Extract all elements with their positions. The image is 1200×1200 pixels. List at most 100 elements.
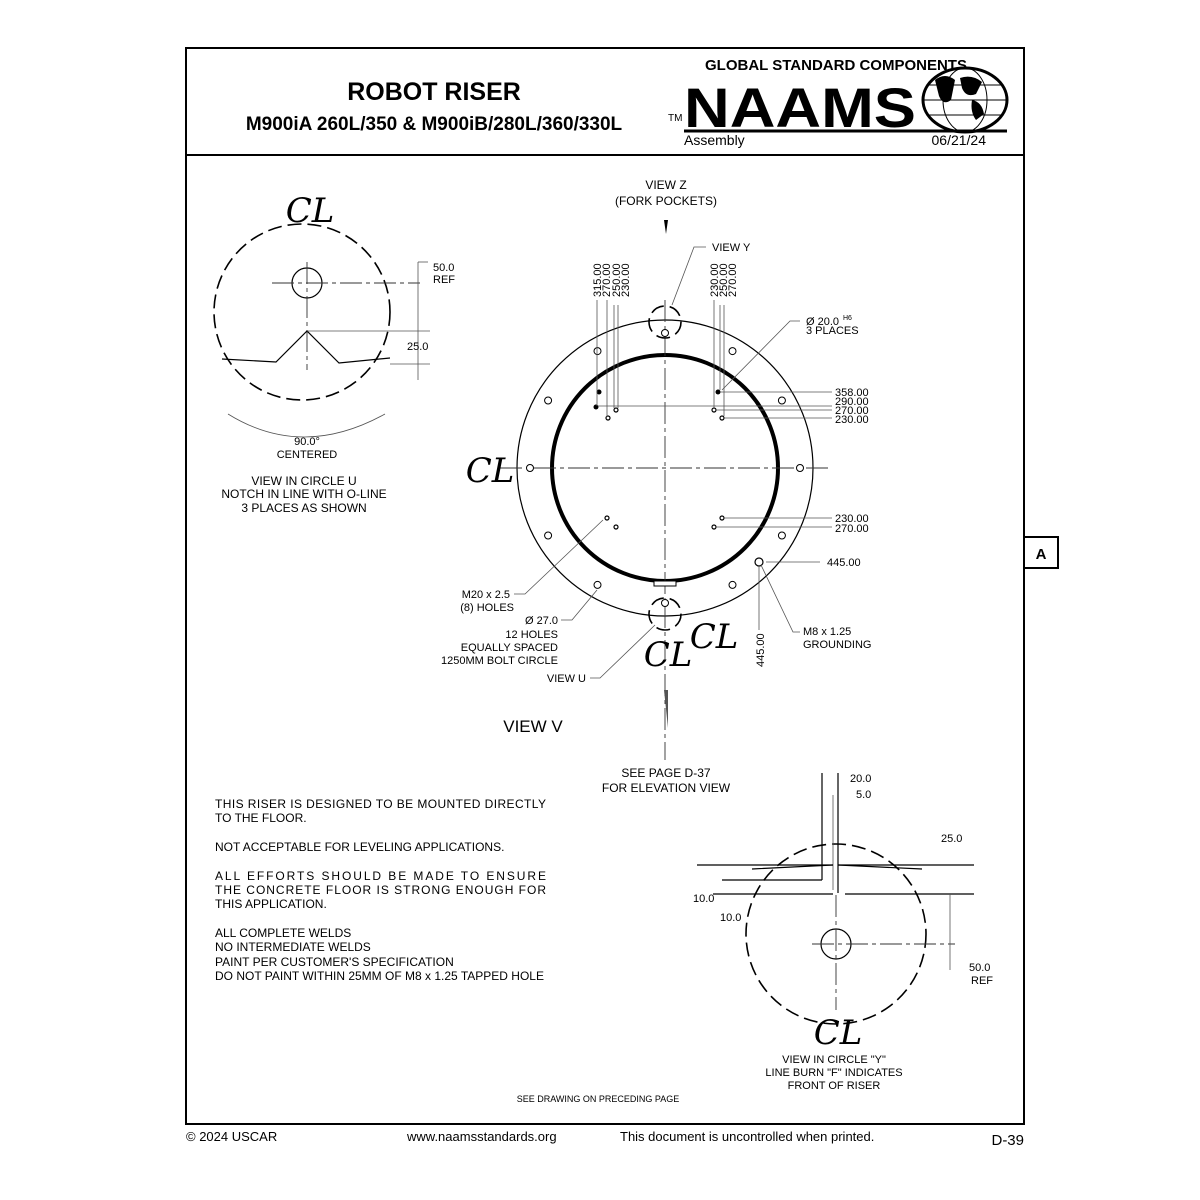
bolt-note: 1250MM BOLT CIRCLE <box>441 655 558 667</box>
svg-text:FRONT OF RISER: FRONT OF RISER <box>788 1080 881 1092</box>
centerline-symbol: CL <box>814 1013 863 1053</box>
section-tab <box>1023 536 1059 569</box>
grounding-hole <box>754 557 764 567</box>
right-dims-bottom: 230.00 270.00 <box>716 513 869 535</box>
bolt-hole <box>661 599 669 607</box>
dim-ref: REF <box>971 975 993 987</box>
sheet-border <box>185 47 1025 1125</box>
svg-text:230.00: 230.00 <box>835 513 869 525</box>
bolt-note: 12 HOLES <box>505 629 558 641</box>
svg-text:TO THE FLOOR.: TO THE FLOOR. <box>215 811 307 825</box>
dim-50: 50.0 <box>433 262 454 274</box>
see-page-note: SEE PAGE D-37 <box>621 766 710 780</box>
detail-circle <box>745 843 927 1025</box>
svg-text:NO INTERMEDIATE WELDS: NO INTERMEDIATE WELDS <box>215 940 371 954</box>
svg-text:230.00: 230.00 <box>620 263 632 297</box>
view-y-label: VIEW Y <box>712 242 751 254</box>
svg-text:THIS APPLICATION.: THIS APPLICATION. <box>215 897 327 911</box>
section-tab-label: A <box>1036 546 1047 563</box>
view-z-sublabel: (FORK POCKETS) <box>615 194 717 208</box>
naams-logo: GLOBAL STANDARD COMPONENTS TM NAAMS Asse… <box>668 57 1009 148</box>
svg-text:DO NOT PAINT WITHIN 25MM OF M8: DO NOT PAINT WITHIN 25MM OF M8 x 1.25 TA… <box>215 969 544 983</box>
globe-icon <box>921 66 1009 134</box>
centerline-symbol: CL <box>466 451 515 491</box>
svg-text:290.00: 290.00 <box>835 396 869 408</box>
centerline-symbol: CL <box>690 617 739 657</box>
view-z-label: VIEW Z <box>645 178 686 192</box>
tapped-note: M20 x 2.5 <box>462 589 510 601</box>
svg-text:PAINT PER CUSTOMER'S SPECIFICA: PAINT PER CUSTOMER'S SPECIFICATION <box>215 955 454 969</box>
document-date: 06/21/24 <box>932 132 987 148</box>
centerline-symbol: CL <box>644 635 693 675</box>
dim-ref: REF <box>433 274 455 286</box>
bolt-hole <box>777 531 786 540</box>
pin-places: 3 PLACES <box>806 325 859 337</box>
view-u-circle <box>648 597 682 631</box>
svg-text:358.00: 358.00 <box>835 387 869 399</box>
svg-text:ALL COMPLETE WELDS: ALL COMPLETE WELDS <box>215 926 351 940</box>
pin-tolerance: H6 <box>843 315 852 322</box>
drawing-subtitle: M900iA 260L/350 & M900iB/280L/360/330L <box>246 114 623 135</box>
svg-text:315.00: 315.00 <box>592 263 604 297</box>
brand-name: NAAMS <box>684 76 916 139</box>
see-drawing-note: SEE DRAWING ON PRECEDING PAGE <box>517 1094 680 1104</box>
copyright: © 2024 USCAR <box>186 1129 277 1144</box>
detail-circle <box>213 223 391 401</box>
drawing-title: ROBOT RISER <box>347 78 521 106</box>
svg-text:270.00: 270.00 <box>601 263 613 297</box>
website-link[interactable]: www.naamsstandards.org <box>406 1129 557 1144</box>
dim-50: 50.0 <box>969 962 990 974</box>
right-dims-top: 358.00 290.00 270.00 230.00 <box>598 387 869 426</box>
svg-text:250.00: 250.00 <box>718 263 730 297</box>
caption-line: NOTCH IN LINE WITH O-LINE <box>221 487 386 501</box>
document-category: Assembly <box>684 132 745 148</box>
disclaimer: This document is uncontrolled when print… <box>620 1129 874 1144</box>
dim-25: 25.0 <box>941 833 962 845</box>
ground-note: GROUNDING <box>803 639 871 651</box>
page-number: D-39 <box>991 1132 1024 1149</box>
tapped-note: (8) HOLES <box>460 602 514 614</box>
bolt-hole <box>593 347 602 356</box>
svg-text:270.00: 270.00 <box>727 263 739 297</box>
bolt-hole <box>544 396 553 405</box>
angle-dim: 90.0° <box>294 436 320 448</box>
view-title: VIEW V <box>503 717 563 736</box>
fork-pocket-tab <box>653 580 677 587</box>
bolt-hole <box>777 396 786 405</box>
svg-text:NOT ACCEPTABLE FOR LEVELING AP: NOT ACCEPTABLE FOR LEVELING APPLICATIONS… <box>215 840 504 854</box>
dim-10a: 10.0 <box>693 893 714 905</box>
svg-text:270.00: 270.00 <box>835 523 869 535</box>
svg-text:250.00: 250.00 <box>611 263 623 297</box>
dim-10b: 10.0 <box>720 912 741 924</box>
view-u-label: VIEW U <box>547 673 586 685</box>
view-y-circle <box>648 305 682 339</box>
svg-text:ALL EFFORTS SHOULD BE MADE TO: ALL EFFORTS SHOULD BE MADE TO ENSURE <box>215 869 546 883</box>
svg-text:270.00: 270.00 <box>835 405 869 417</box>
angle-note: CENTERED <box>277 449 338 461</box>
general-notes: THIS RISER IS DESIGNED TO BE MOUNTED DIR… <box>215 797 546 983</box>
svg-text:THIS RISER IS DESIGNED TO BE M: THIS RISER IS DESIGNED TO BE MOUNTED DIR… <box>215 797 546 811</box>
bolt-hole <box>544 531 553 540</box>
bolt-hole <box>661 329 669 337</box>
title-block: ROBOT RISER M900iA 260L/350 & M900iB/280… <box>246 78 623 135</box>
elevation-arrow <box>664 690 668 728</box>
svg-text:THE CONCRETE FLOOR IS STRONG E: THE CONCRETE FLOOR IS STRONG ENOUGH FOR <box>215 883 546 897</box>
bolt-holes <box>526 329 804 607</box>
main-plan-view: VIEW Z (FORK POCKETS) 315.00 270.00 250.… <box>441 178 871 795</box>
pin-note: Ø 20.0 <box>806 316 839 328</box>
dim-20: 20.0 <box>850 773 871 785</box>
ground-dim-h: 445.00 <box>827 557 861 569</box>
bolt-hole <box>728 347 737 356</box>
dim-5: 5.0 <box>856 789 871 801</box>
ground-note: M8 x 1.25 <box>803 626 851 638</box>
view-u-detail: CL 50.0 REF 25.0 90.0° CENTERED VIEW IN … <box>213 191 455 515</box>
see-page-note: FOR ELEVATION VIEW <box>602 781 731 795</box>
caption-line: 3 PLACES AS SHOWN <box>241 501 366 515</box>
notch-profile <box>221 330 391 364</box>
right-vertical-dims: 230.00 250.00 270.00 <box>709 263 739 416</box>
svg-text:LINE BURN "F" INDICATES: LINE BURN "F" INDICATES <box>765 1067 902 1079</box>
bolt-hole <box>728 580 737 589</box>
view-z-arrow <box>664 220 668 234</box>
trademark: TM <box>668 113 682 124</box>
